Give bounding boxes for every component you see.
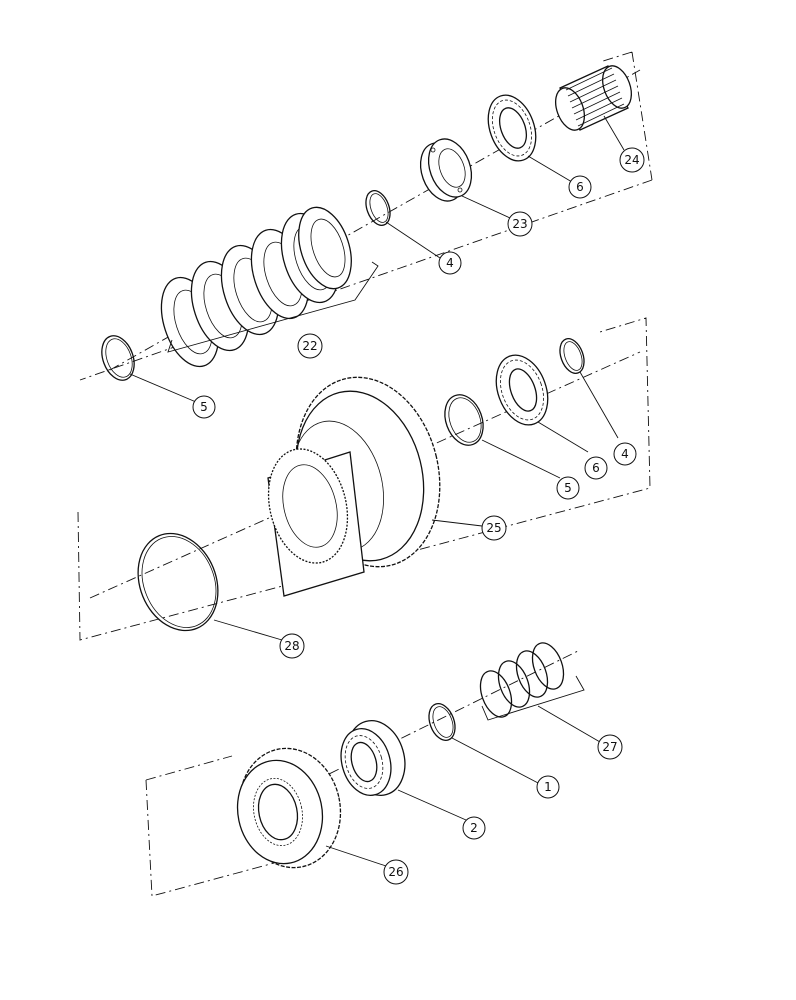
- callout-6-upper: 6: [568, 175, 592, 199]
- callout-26: 26: [383, 859, 409, 885]
- callout-6-middle: 6: [584, 456, 608, 480]
- callout-label-23: 23: [512, 217, 527, 231]
- callout-label-6-middle: 6: [592, 461, 600, 475]
- callout-label-6-upper: 6: [576, 180, 584, 194]
- gear-drum-25: [267, 376, 441, 597]
- callout-label-2: 2: [470, 821, 478, 835]
- snap-ring-5-upper: [101, 335, 135, 381]
- frame-middle: [77, 317, 651, 641]
- snap-ring-28: [137, 532, 219, 632]
- callout-label-26: 26: [388, 865, 403, 879]
- snap-ring-5-middle: [444, 394, 484, 446]
- callout-label-25: 25: [486, 521, 501, 535]
- group-upper: [79, 51, 653, 403]
- callout-5-upper: 5: [192, 395, 216, 419]
- callout-label-24: 24: [624, 153, 639, 167]
- callout-23: 23: [507, 211, 533, 237]
- thrust-bearing-6-middle: [495, 354, 549, 426]
- callout-1: 1: [536, 775, 560, 799]
- callout-label-4-upper: 4: [446, 256, 454, 270]
- callout-24: 24: [619, 147, 645, 173]
- gear-26: [236, 747, 342, 869]
- callout-label-27: 27: [602, 740, 617, 754]
- callout-22: 22: [297, 333, 323, 359]
- callout-4-middle: 4: [613, 442, 637, 466]
- seal-rings-27: [479, 642, 585, 721]
- needle-bearing-24: [555, 65, 632, 131]
- group-middle: [77, 317, 651, 641]
- callout-label-22: 22: [302, 339, 317, 353]
- callout-label-28: 28: [284, 639, 299, 653]
- callout-25: 25: [481, 515, 507, 541]
- callout-4-upper: 4: [438, 251, 462, 275]
- callout-2: 2: [462, 816, 486, 840]
- callout-label-4-middle: 4: [621, 447, 629, 461]
- callout-28: 28: [279, 633, 305, 659]
- callout-label-5-middle: 5: [564, 481, 572, 495]
- race-23: [419, 138, 473, 202]
- frame-lower: [145, 755, 301, 897]
- callout-label-5-upper: 5: [200, 400, 208, 414]
- snap-ring-1: [428, 703, 456, 741]
- ball-bearing-2: [340, 720, 406, 796]
- callout-27: 27: [597, 734, 623, 760]
- snap-ring-4-middle: [559, 338, 585, 374]
- group-lower: [145, 642, 601, 897]
- callout-label-1: 1: [544, 780, 552, 794]
- snap-ring-4-upper: [365, 190, 391, 226]
- callout-5-middle: 5: [556, 476, 580, 500]
- clutch-pack-22: [160, 206, 379, 368]
- thrust-bearing-6-upper: [487, 94, 537, 162]
